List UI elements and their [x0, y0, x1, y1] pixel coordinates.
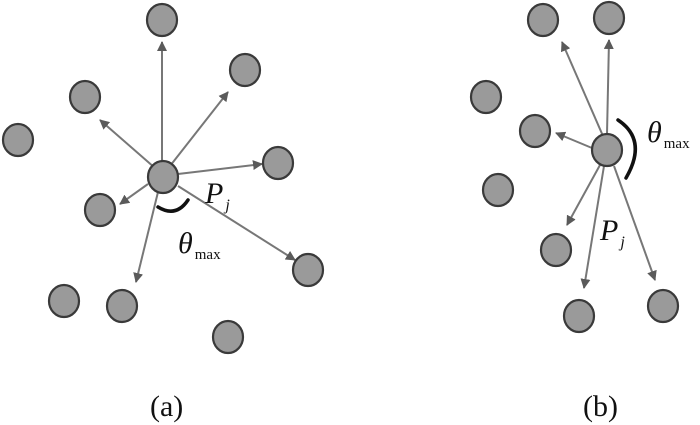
panel-a-nodes: [1, 2, 325, 355]
panel-a-angle-arc: [156, 198, 190, 213]
panel-b-arrow-down2: [580, 165, 605, 289]
panel-a-node: [291, 252, 325, 288]
panel-b-arrow-up: [603, 39, 614, 135]
panel-a-arrow-downright: [177, 185, 296, 261]
panel-a-arrow-upleft: [99, 119, 156, 169]
panel-b-arrow-down3: [613, 165, 657, 281]
panel-a-arrow-left: [119, 183, 149, 205]
panel-a-node: [47, 283, 81, 319]
panel-a-arrow-right: [177, 160, 263, 175]
panel-b-node: [562, 298, 596, 334]
panel-a-arrow-down: [133, 191, 159, 283]
panel-b-node: [539, 232, 573, 268]
panel-b-node: [592, 0, 626, 36]
panel-a-node: [83, 192, 117, 228]
panel-b-arrow-left: [555, 131, 593, 149]
panel-b-caption: (b): [583, 390, 618, 423]
panel-a-node: [105, 288, 139, 324]
panel-b-node: [518, 113, 552, 149]
panel-b-node: [646, 288, 680, 324]
panel-b-arrows: [555, 39, 657, 289]
panel-b-node: [469, 79, 503, 115]
panel-b-node-center: [590, 132, 624, 168]
panel-b-node: [481, 172, 515, 208]
panel-a-node: [145, 2, 179, 38]
panel-b-nodes: [469, 0, 680, 334]
panel-a-caption: (a): [150, 390, 184, 423]
panel-b-angle-arc: [616, 118, 638, 180]
panel-a-node: [1, 122, 35, 158]
panel-a-arrow-upright: [169, 91, 229, 167]
panel-a-node: [261, 145, 295, 181]
panel-a-arrows: [99, 41, 296, 283]
panel-a-node: [228, 52, 262, 88]
panel-b-arrow-upleft: [561, 41, 604, 137]
panel-a-node: [211, 319, 245, 355]
panel-a-node-center: [146, 159, 180, 195]
panel-b-node: [526, 2, 560, 38]
panel-b-arrow-down1: [566, 164, 601, 226]
panel-a-node: [68, 79, 102, 115]
